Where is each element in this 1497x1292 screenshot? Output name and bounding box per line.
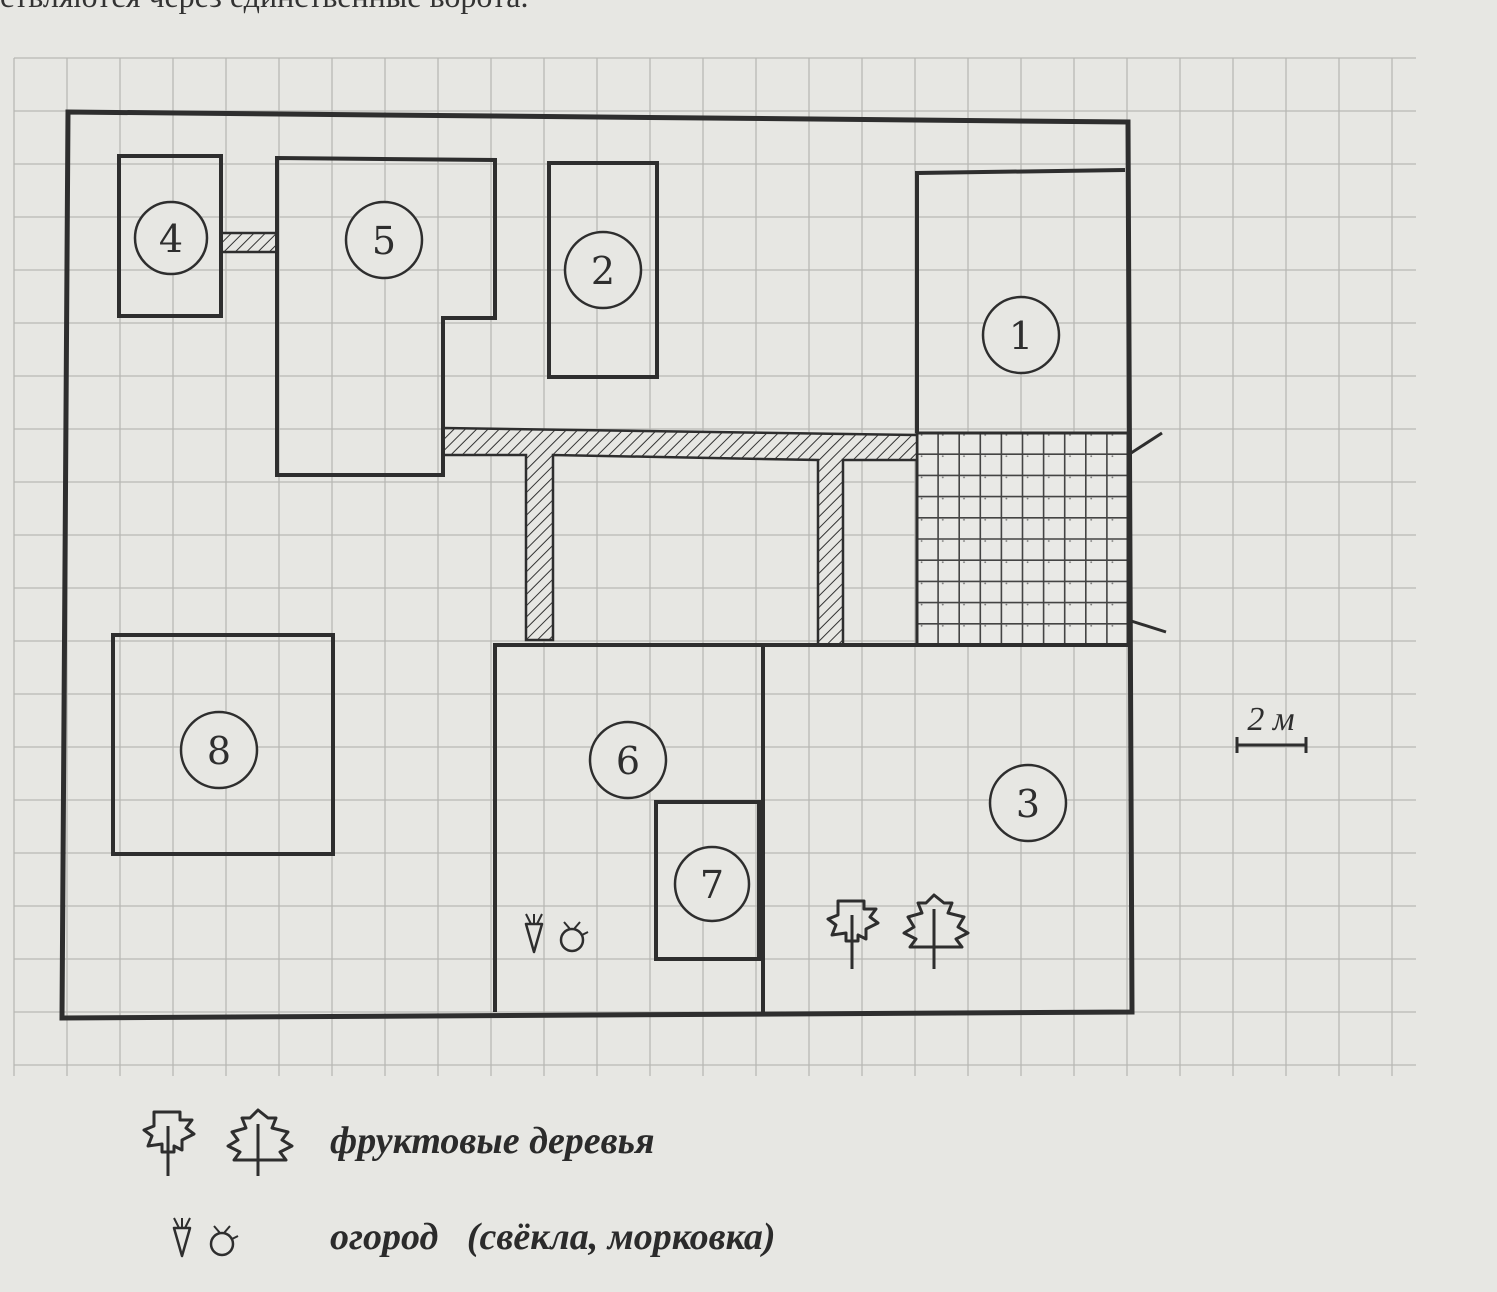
legend-garden: огород (свёкла, морковка) [130,1202,776,1272]
carrot-icon [524,913,544,954]
plot-8 [111,633,335,856]
gate-leaf-bottom [1127,618,1167,634]
plot-4 [117,154,223,318]
legend-trees: фруктовые деревья [130,1106,655,1176]
plot-label-4: 4 [133,200,209,276]
header-text: ствляются через единственные ворота. [0,0,529,15]
plot-number-2: 2 [591,249,615,293]
fruit-tree-icon [902,893,970,969]
plot-label-7: 7 [673,845,751,923]
plot-1 [915,168,1126,433]
site-boundary [59,109,1135,1021]
plot-number-6: 6 [616,739,640,783]
beet-icon [559,921,589,953]
scale-bar: 2 м [1235,701,1308,753]
fruit-trees-legend-icon [142,1108,294,1176]
fruit-tree-icon [826,899,880,969]
vegetable-garden-legend-icon [172,1217,239,1258]
plot-number-4: 4 [159,217,183,261]
plot-number-1: 1 [1009,314,1033,358]
legend-garden-label: огород (свёкла, морковка) [330,1216,776,1258]
plot-number-5: 5 [372,219,396,263]
plot-number-7: 7 [700,863,724,907]
site-plan: 4 5 2 1 8 6 3 7 [13,57,1416,1076]
plot-2 [547,161,659,379]
grid-lines [13,57,1416,1076]
legend-trees-label: фруктовые деревья [330,1120,655,1162]
plot-label-6: 6 [588,720,668,800]
plot-6 [493,643,765,1012]
plot-number-8: 8 [207,729,231,773]
scale-label: 2 м [1247,701,1294,738]
plot-label-2: 2 [563,230,643,310]
plot-label-3: 3 [988,763,1068,843]
plot-7 [654,800,761,961]
plot-5 [275,155,497,477]
path-network [441,426,919,647]
gate-leaf-top [1127,431,1163,457]
plot-number-3: 3 [1016,782,1040,826]
plot-label-5: 5 [344,200,424,280]
plot-label-8: 8 [179,710,259,790]
paved-area-grid [917,433,1128,645]
plot-label-1: 1 [981,295,1061,375]
path-connector-4-5 [219,231,279,254]
